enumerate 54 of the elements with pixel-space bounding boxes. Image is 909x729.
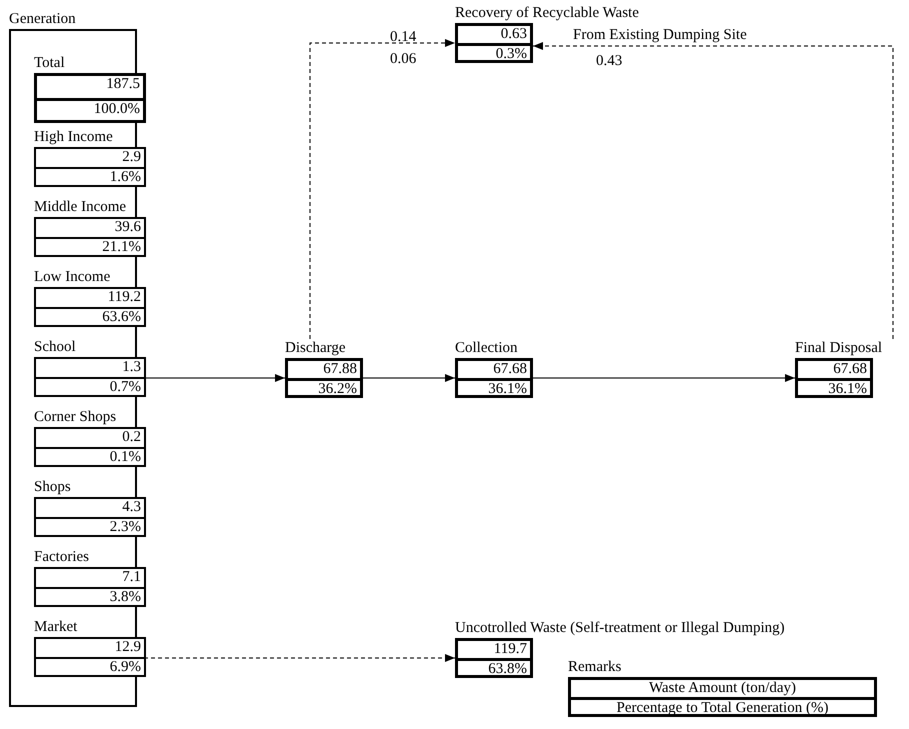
value-cell: Percentage to Total Generation (%) [571,697,874,714]
value-cell-text: 67.68 [832,361,868,378]
value-cell: 0.3% [458,43,530,60]
value-cell: 63.8% [458,658,530,675]
value-cell: 36.1% [458,378,530,395]
node-heading: Remarks [568,658,622,677]
value-cell-text: Waste Amount (ton/day) [648,680,798,697]
value-cell-text: 4.3 [121,499,142,517]
value-cell-text: 2.9 [121,149,142,167]
node-heading: Generation [9,10,77,29]
arrow [362,374,456,382]
value-cell: 3.8% [36,587,144,605]
value-cell-text: 12.9 [114,639,142,657]
flow-value: 0.43 [596,52,622,70]
value-cell-text: 67.88 [322,361,358,378]
value-cell-text: 0.2 [121,429,142,447]
value-cell: 1.6% [36,167,144,185]
value-cell-text: 0.63 [500,26,528,43]
value-cell: 36.1% [798,378,870,395]
node-heading: Total [34,54,66,73]
value-cell-text: 1.3 [121,359,142,377]
value-cell: 6.9% [36,657,144,675]
value-cell-text: 67.68 [492,361,528,378]
value-cell-text: 39.6 [114,219,142,237]
value-cell-text: 119.2 [106,289,142,307]
node-heading: Collection [455,339,518,358]
value-cell-text: 119.7 [492,641,528,658]
value-cell: 63.6% [36,307,144,325]
flow-value: 0.06 [390,50,416,68]
value-cell: 100.0% [37,98,143,120]
node-heading: Final Disposal [795,339,882,358]
node-heading: Middle Income [34,198,128,217]
value-cell: 36.2% [288,378,360,395]
edge-label: 0.14 [390,28,416,46]
arrow [532,374,796,382]
node-heading: Shops [34,478,72,497]
value-cell: 2.3% [36,517,144,535]
value-cell: 21.1% [36,237,144,255]
node-heading: Discharge [285,339,347,358]
node-heading: Uncotrolled Waste (Self-treatment or Illegal Dumping) [455,619,785,638]
node-heading: Corner Shops [34,408,118,427]
value-cell-text: 187.5 [105,76,141,94]
node-heading: High Income [34,128,114,147]
value-cell: 0.7% [36,377,144,395]
arrow [310,39,456,340]
node-heading: Low Income [34,268,112,287]
value-cell: 0.1% [36,447,144,465]
edge-label: From Existing Dumping Site [573,26,747,44]
value-cell-text: 7.1 [121,569,142,587]
node-heading: Recovery of Recyclable Waste [455,4,639,23]
node-heading: Market [34,618,78,637]
node-heading: School [34,338,77,357]
arrow [532,42,894,340]
node-heading: Factories [34,548,90,567]
